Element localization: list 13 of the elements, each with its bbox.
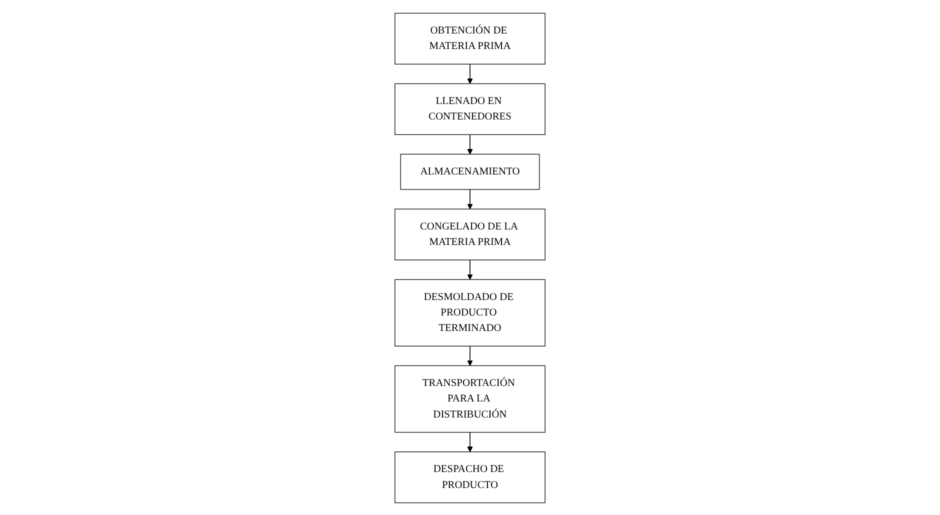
node-box: CONGELADO DE LA MATERIA PRIMA: [394, 208, 546, 260]
node-box: OBTENCIÓN DE MATERIA PRIMA: [394, 12, 546, 64]
arrow: [467, 63, 473, 84]
node-box: ALMACENAMIENTO: [400, 153, 540, 190]
node-box: LLENADO EN CONTENEDORES: [394, 82, 546, 134]
node-box: DESPACHO DE PRODUCTO: [394, 451, 546, 503]
arrow: [467, 259, 473, 280]
node-box: TRANSPORTACIÓN PARA LA DISTRIBUCIÓN: [394, 364, 546, 432]
arrow: [467, 188, 473, 209]
arrow: [467, 134, 473, 154]
node-box: DESMOLDADO DE PRODUCTO TERMINADO: [394, 278, 546, 346]
arrow: [467, 431, 473, 452]
arrow: [467, 345, 473, 366]
